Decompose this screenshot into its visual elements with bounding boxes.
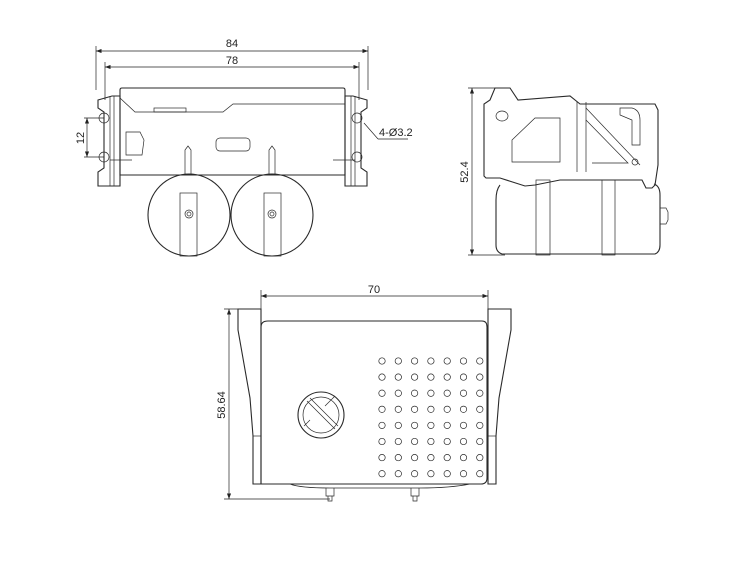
vent-hole (378, 454, 386, 462)
dimension-label-84: 84 (226, 38, 238, 50)
vent-hole (394, 454, 402, 462)
vent-hole (427, 373, 435, 381)
drain-valve (297, 391, 345, 439)
vent-hole (443, 373, 451, 381)
vent-hole (411, 421, 419, 429)
vent-hole (443, 437, 451, 446)
vent-hole (476, 470, 484, 478)
vent-hole (411, 405, 419, 413)
vent-hole (427, 405, 435, 413)
bottom-view: 70 58.64 (216, 284, 512, 502)
top-view: 84 78 12 4-Ø3.2 (75, 38, 413, 257)
hole-callout-label: 4-Ø3.2 (379, 127, 413, 139)
dimension-label-78: 78 (226, 55, 238, 67)
vent-hole (476, 389, 484, 397)
vent-hole (394, 389, 402, 397)
vent-hole (411, 389, 419, 397)
dimension-label-58-64: 58.64 (216, 391, 228, 419)
vent-hole (459, 389, 468, 397)
vent-hole (411, 470, 419, 478)
vent-hole (394, 421, 402, 429)
cable-gland-right (230, 145, 314, 257)
vent-hole (459, 437, 468, 446)
vent-hole (476, 357, 484, 365)
vent-hole (427, 421, 435, 429)
vent-hole (378, 357, 386, 365)
vent-hole (459, 357, 468, 365)
vent-hole (476, 437, 484, 446)
vent-hole (411, 373, 419, 381)
cable-gland-left (147, 145, 231, 257)
vent-hole (476, 405, 484, 413)
vent-hole (411, 357, 419, 365)
dimension-58-64: 58.64 (216, 308, 330, 500)
vent-hole (394, 373, 402, 381)
vent-hole (394, 405, 402, 413)
vent-hole (459, 454, 468, 462)
vent-hole (459, 421, 468, 429)
vent-hole (378, 437, 386, 446)
vent-hole (394, 437, 402, 446)
vent-hole (443, 389, 451, 397)
dimension-12: 12 (75, 117, 104, 158)
dimension-78: 78 (104, 55, 360, 100)
vent-hole (394, 470, 402, 478)
side-view: 52.4 (459, 87, 669, 256)
dimension-52-4: 52.4 (459, 87, 505, 256)
vent-hole (378, 405, 386, 413)
vent-hole (443, 405, 451, 413)
dimension-label-52-4: 52.4 (459, 161, 471, 182)
vent-hole (378, 389, 386, 397)
vent-hole (378, 470, 386, 478)
vent-hole (443, 357, 451, 365)
hole-callout: 4-Ø3.2 (363, 122, 413, 140)
vent-hole (411, 437, 419, 446)
vent-hole (378, 421, 386, 429)
vent-hole (427, 389, 435, 397)
vent-hole (459, 470, 468, 478)
dimension-label-12: 12 (75, 132, 87, 144)
vent-hole (427, 437, 435, 446)
vent-hole (411, 454, 419, 462)
vent-hole (476, 454, 484, 462)
vent-hole (443, 470, 451, 478)
vent-hole (427, 470, 435, 478)
vent-hole (459, 373, 468, 381)
vent-hole (427, 357, 435, 365)
vent-hole (443, 421, 451, 429)
dimension-70: 70 (260, 284, 489, 322)
vent-hole (378, 373, 386, 381)
dimension-label-70: 70 (368, 284, 380, 296)
vent-hole (476, 373, 484, 381)
vent-hole-grid (378, 357, 484, 478)
dimension-84: 84 (95, 38, 369, 90)
vent-hole (427, 454, 435, 462)
vent-hole (476, 421, 484, 429)
vent-hole (459, 405, 468, 413)
vent-hole (394, 357, 402, 365)
vent-hole (443, 454, 451, 462)
